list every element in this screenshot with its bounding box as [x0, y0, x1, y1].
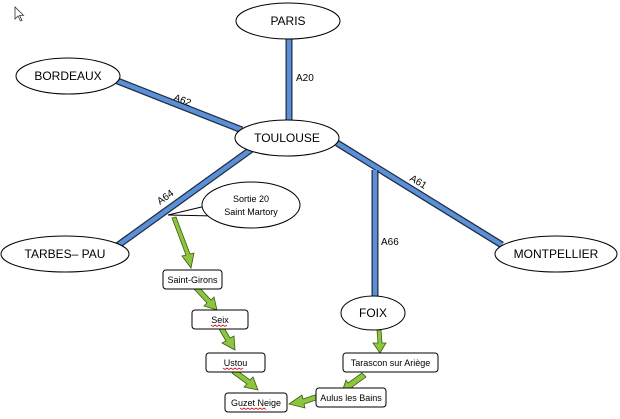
road-a62	[113, 76, 244, 134]
city-label-montpellier: MONTPELLIER	[514, 247, 599, 261]
route-label-seix: Seix	[211, 315, 229, 325]
road-a61	[335, 140, 504, 248]
route-box-aulus: Aulus les Bains	[315, 387, 387, 408]
mouse-cursor-icon	[14, 6, 25, 22]
road-label-a20: A20	[296, 73, 314, 84]
city-bordeaux: BORDEAUX	[15, 57, 121, 95]
road-label-a66: A66	[381, 237, 399, 248]
city-label-bordeaux: BORDEAUX	[34, 69, 101, 83]
city-label-tarbes-pau: TARBES– PAU	[25, 247, 106, 261]
route-box-seix: Seix	[191, 309, 249, 330]
arrow-aulus-to-guzet-neige	[288, 393, 320, 409]
arrow-a64-to-saint-girons	[171, 216, 195, 269]
route-label-guzet-neige: Guzet Neige	[231, 398, 281, 408]
city-label-foix: FOIX	[359, 306, 387, 320]
road-a64	[114, 143, 259, 249]
route-box-saint-girons: Saint-Girons	[162, 269, 223, 290]
callout-line-2: Saint Martory	[224, 207, 278, 217]
arrow-foix-to-tarascon	[372, 329, 387, 354]
city-montpellier: MONTPELLIER	[494, 235, 618, 273]
route-label-tarascon: Tarascon sur Ariège	[351, 358, 431, 368]
callout-line-1: Sortie 20	[233, 194, 269, 204]
city-toulouse: TOULOUSE	[234, 119, 340, 157]
route-box-guzet-neige: Guzet Neige	[224, 392, 288, 413]
arrow-seix-to-ustou	[218, 325, 236, 351]
route-label-aulus: Aulus les Bains	[320, 393, 382, 403]
city-tarbes-pau: TARBES– PAU	[0, 235, 130, 273]
route-box-ustou: Ustou	[205, 352, 266, 373]
route-label-saint-girons: Saint-Girons	[167, 275, 218, 285]
route-label-ustou: Ustou	[224, 358, 248, 368]
exit-callout: Sortie 20 Saint Martory	[167, 181, 301, 229]
city-paris: PARIS	[235, 2, 341, 40]
city-label-toulouse: TOULOUSE	[254, 131, 320, 145]
arrow-saint-girons-to-seix	[193, 285, 218, 311]
city-foix: FOIX	[340, 295, 406, 331]
spellcheck-marks	[210, 324, 267, 410]
route-box-tarascon: Tarascon sur Ariège	[342, 352, 439, 373]
city-label-paris: PARIS	[270, 14, 305, 28]
